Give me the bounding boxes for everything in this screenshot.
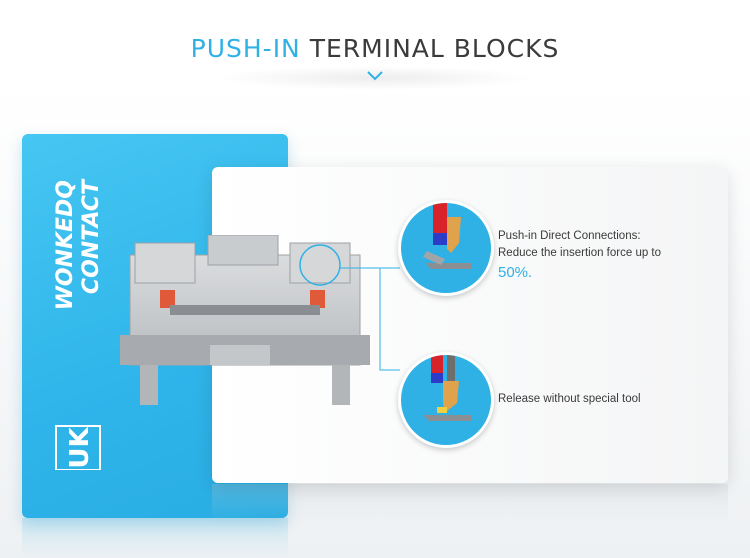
feature-release: Release without special tool bbox=[498, 391, 718, 408]
push-in-detail-circle bbox=[398, 200, 494, 296]
feature-push-in: Push-in Direct Connections: Reduce the i… bbox=[498, 228, 718, 281]
page-title: PUSH-IN TERMINAL BLOCKS bbox=[0, 34, 750, 63]
chevron-down-icon bbox=[367, 71, 383, 81]
feature-push-in-line2: Reduce the insertion force up to bbox=[498, 247, 662, 259]
header: PUSH-IN TERMINAL BLOCKS bbox=[0, 0, 750, 92]
title-main: TERMINAL BLOCKS bbox=[309, 34, 560, 63]
brand-card-reflection bbox=[22, 518, 288, 558]
callout-lines bbox=[340, 267, 400, 371]
main-card-reflection bbox=[212, 484, 728, 524]
terminal-block-illustration bbox=[120, 235, 370, 405]
uk-logo-mark: UK bbox=[55, 425, 101, 470]
release-detail-circle bbox=[398, 352, 494, 448]
brand-name-line1: WONKEDQ bbox=[53, 180, 78, 310]
feature-release-line1: Release without special tool bbox=[498, 393, 641, 405]
logo-letters: UK bbox=[65, 427, 95, 469]
title-accent: PUSH-IN bbox=[190, 34, 301, 63]
brand-name-line2: CONTACT bbox=[79, 178, 104, 294]
feature-push-in-line1: Push-in Direct Connections: bbox=[498, 230, 641, 242]
feature-push-in-percentage: 50%. bbox=[498, 264, 533, 281]
brand-logo: WONKEDQ CONTACT UK bbox=[53, 178, 104, 470]
